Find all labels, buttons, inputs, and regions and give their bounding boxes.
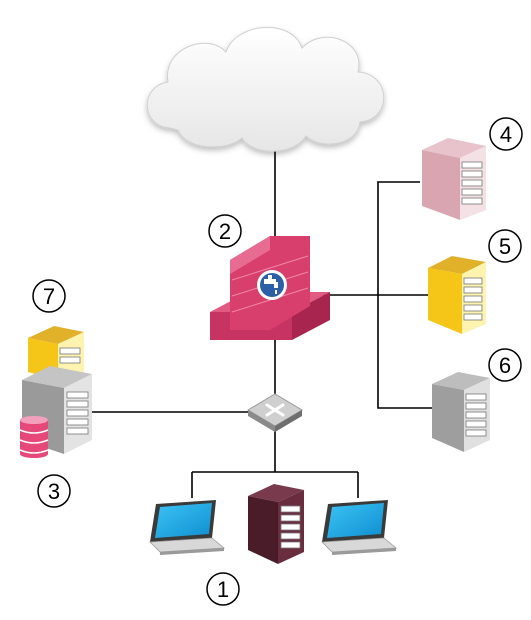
tap-icon (264, 275, 278, 294)
marker-2: 2 (208, 214, 242, 248)
firewall-icon (210, 236, 330, 340)
server-icon-6 (432, 372, 490, 452)
marker-3-label: 3 (48, 479, 60, 504)
connection-lines (92, 150, 432, 498)
marker-6-label: 6 (499, 353, 511, 378)
marker-7: 7 (32, 279, 66, 313)
server-icon-1 (248, 484, 304, 564)
database-server-icon (19, 366, 92, 458)
switch-icon (247, 393, 303, 432)
database-icon (19, 416, 49, 458)
cloud-icon (146, 26, 385, 152)
marker-1-label: 1 (217, 577, 229, 602)
laptop-icon-right (321, 500, 398, 555)
marker-6: 6 (488, 348, 522, 382)
laptop-icon-left (149, 500, 226, 555)
server-icon-5 (428, 256, 486, 334)
server-icon-7 (28, 326, 84, 380)
marker-1: 1 (206, 572, 240, 606)
marker-7-label: 7 (43, 284, 55, 309)
marker-3: 3 (37, 474, 71, 508)
marker-5: 5 (488, 229, 522, 263)
marker-2-label: 2 (219, 219, 231, 244)
marker-4-label: 4 (500, 122, 512, 147)
marker-4: 4 (489, 117, 523, 151)
marker-5-label: 5 (499, 234, 511, 259)
server-icon-4 (422, 138, 486, 220)
server-bus (377, 181, 432, 409)
